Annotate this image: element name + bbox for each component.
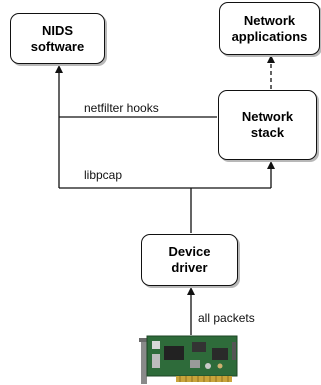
network-applications-box: Network applications bbox=[219, 2, 320, 55]
device-driver-line1: Device bbox=[168, 244, 211, 259]
netfilter-hooks-label: netfilter hooks bbox=[84, 101, 159, 115]
network-stack-box: Network stack bbox=[218, 90, 317, 160]
network-applications-line1: Network bbox=[243, 12, 296, 28]
nids-software-line1: NIDS bbox=[41, 22, 74, 38]
nids-software-box: NIDS software bbox=[10, 13, 105, 64]
device-driver-line2: driver bbox=[171, 260, 208, 275]
network-stack-line1: Network bbox=[241, 109, 294, 124]
libpcap-label: libpcap bbox=[84, 168, 123, 182]
all-packets-label: all packets bbox=[198, 311, 255, 325]
network-card-icon bbox=[139, 335, 238, 384]
network-stack-line2: stack bbox=[250, 125, 285, 140]
nids-software-line2: software bbox=[30, 38, 85, 54]
network-applications-line2: applications bbox=[231, 28, 308, 44]
device-driver-box: Device driver bbox=[141, 234, 238, 286]
